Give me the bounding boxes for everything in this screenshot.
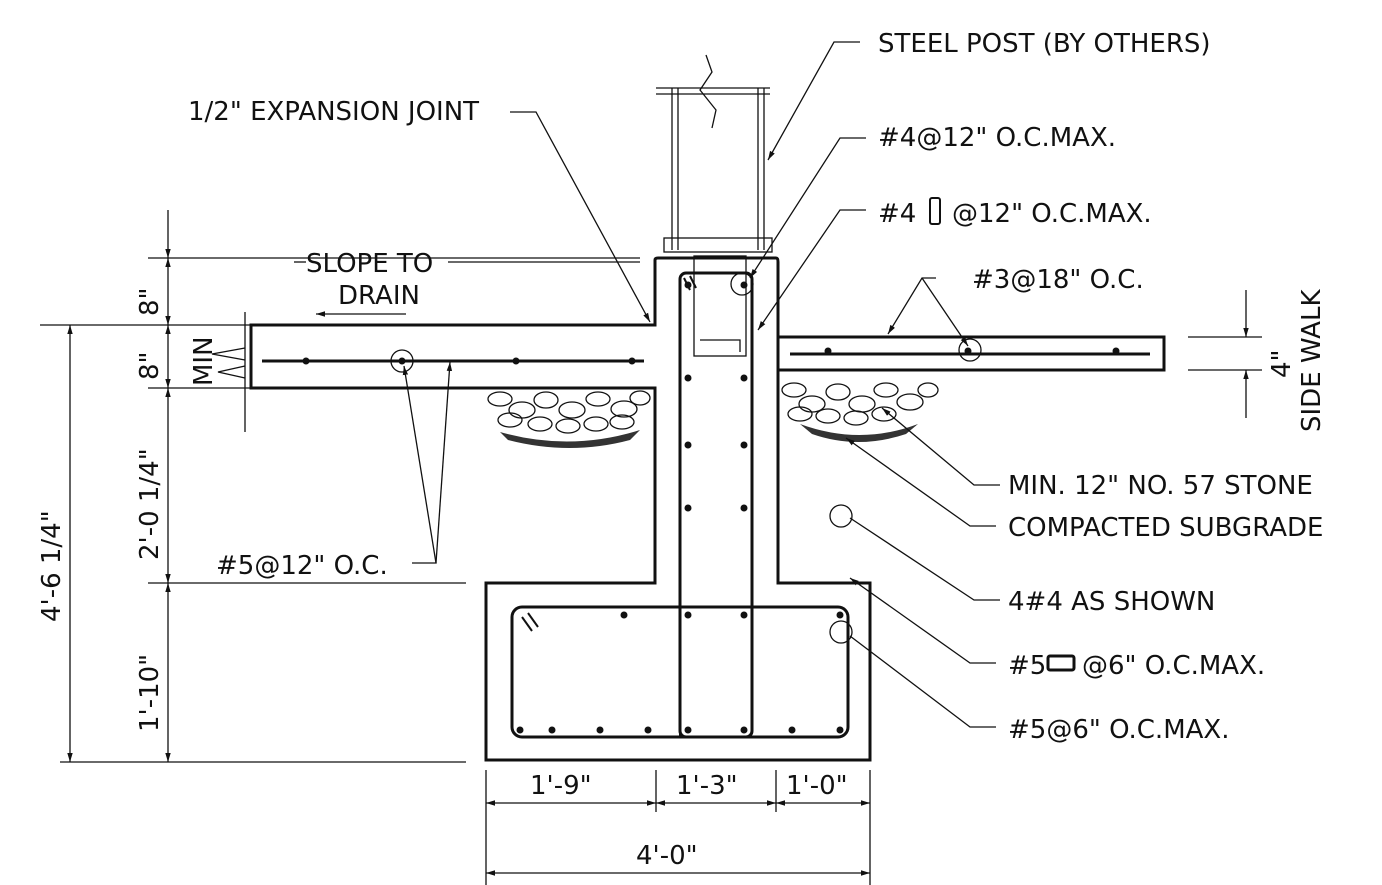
rebar-4-stirrup-num: #4 <box>878 199 916 229</box>
rebar-5-tie-num: #5 <box>1008 651 1046 681</box>
stirrup-symbol-icon <box>929 197 941 225</box>
steel-post-label: STEEL POST (BY OTHERS) <box>878 29 1211 59</box>
dim-left-ext: 1'-9" <box>530 771 592 801</box>
dim-wall: 2'-0 1/4" <box>135 448 165 560</box>
stone-label: MIN. 12" NO. 57 STONE <box>1008 471 1313 501</box>
extension-lines <box>40 257 1262 885</box>
rebar-5-tie-spacing: @6" O.C.MAX. <box>1082 651 1265 681</box>
rebar-4-stirrup-spacing: @12" O.C.MAX. <box>952 199 1152 229</box>
expansion-joint-label: 1/2" EXPANSION JOINT <box>188 97 479 127</box>
rebar-3-18-label: #3@18" O.C. <box>972 265 1144 295</box>
sidewalk-label: SIDE WALK <box>1297 289 1327 432</box>
slope-label-line2: DRAIN <box>338 281 420 311</box>
steel-post <box>656 54 773 357</box>
sidewalk-dim-label: 4" <box>1267 349 1297 378</box>
rebar-5-6-label: #5@6" O.C.MAX. <box>1008 715 1229 745</box>
dim-slab-8: 8" <box>135 351 165 380</box>
dim-top-8: 8" <box>135 287 165 316</box>
dim-stem: 1'-3" <box>676 771 738 801</box>
concrete-section <box>249 256 1166 762</box>
dim-total-height: 4'-6 1/4" <box>37 510 67 622</box>
dimension-lines <box>67 210 1249 876</box>
stone-base-left <box>487 390 651 448</box>
dimension-text: 8" 8" 2'-0 1/4" 1'-10" 4'-6 1/4" 1'-9" 1… <box>37 287 848 871</box>
dim-total-width: 4'-0" <box>636 841 698 871</box>
leader-lines <box>294 41 1000 728</box>
min-label: MIN <box>189 336 219 386</box>
rebar-5-12-label: #5@12" O.C. <box>216 551 388 581</box>
slope-label-line1: SLOPE TO <box>306 249 433 279</box>
reinforcement <box>262 271 1150 739</box>
callouts: STEEL POST (BY OTHERS) 1/2" EXPANSION JO… <box>188 29 1327 745</box>
subgrade-label: COMPACTED SUBGRADE <box>1008 513 1323 543</box>
dim-footing: 1'-10" <box>135 654 165 732</box>
rebar-4-12-label: #4@12" O.C.MAX. <box>878 123 1116 153</box>
dim-right-ext: 1'-0" <box>786 771 848 801</box>
stone-base-right <box>781 382 939 442</box>
as-shown-label: 4#4 AS SHOWN <box>1008 587 1215 617</box>
tie-symbol-icon <box>1046 654 1076 672</box>
